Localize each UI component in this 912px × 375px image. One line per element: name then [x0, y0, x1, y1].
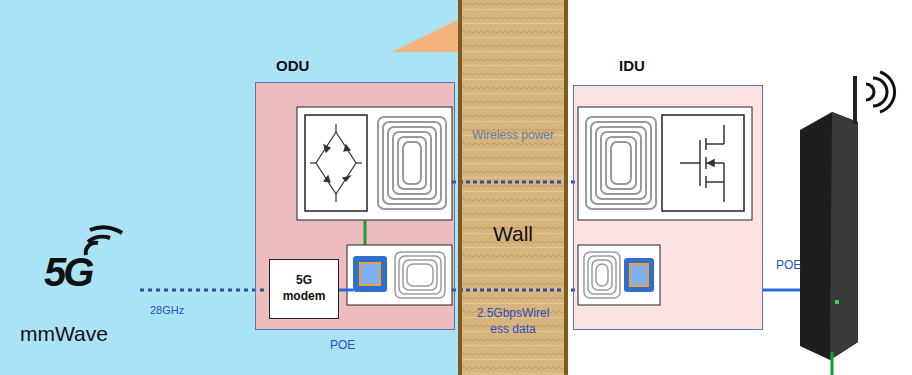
- modem-wire: [338, 289, 353, 292]
- idu-fill: [573, 85, 763, 330]
- sky-background: [0, 0, 470, 375]
- power-coil: [586, 117, 656, 209]
- chip-icon: [353, 256, 387, 292]
- wall-band: Wireless powerWall 2.5GbpsWireless data: [458, 0, 568, 375]
- bridge-rectifier: [310, 124, 362, 202]
- rectifier-box: [305, 115, 367, 211]
- mosfet-symbol: [680, 125, 724, 202]
- poe-label: POE: [330, 338, 355, 352]
- idu-box: IDU: [573, 85, 763, 330]
- node-heading: IDU: [619, 57, 645, 74]
- chip-icon: [624, 258, 654, 292]
- power-module: [297, 107, 452, 220]
- 5g-logo: 5G: [44, 252, 91, 292]
- mmwave-label: mmWave: [20, 322, 108, 346]
- wifi-waves: [866, 72, 895, 112]
- signal-arcs: [86, 227, 122, 255]
- node-heading: 5G modem: [274, 273, 334, 304]
- node-heading: ODU: [276, 57, 309, 74]
- router: [800, 76, 858, 360]
- wireless-data-link: [452, 289, 578, 292]
- odu-fill: [255, 82, 455, 330]
- node-text: 2.5GbpsWireless data: [462, 306, 564, 337]
- power-coil: [378, 117, 446, 209]
- power-module: [578, 107, 752, 220]
- data-module: [578, 245, 660, 305]
- mmwave-link: [140, 289, 268, 292]
- wall-texture: [458, 0, 568, 375]
- poe-label: POE: [776, 258, 801, 272]
- data-coil: [584, 252, 620, 298]
- odu-box: ODU5G modem: [255, 82, 455, 330]
- power-cable: [831, 352, 834, 375]
- mosfet-box: [662, 115, 744, 211]
- node-text: Wireless power: [462, 128, 564, 144]
- power-wire: [364, 220, 367, 245]
- data-coil: [395, 252, 445, 298]
- frequency-label: 28GHz: [150, 304, 184, 316]
- node-text: Wall: [462, 222, 564, 246]
- wireless-power-link: [452, 181, 578, 184]
- data-module: [347, 245, 452, 305]
- modem-box: 5G modem: [269, 259, 339, 319]
